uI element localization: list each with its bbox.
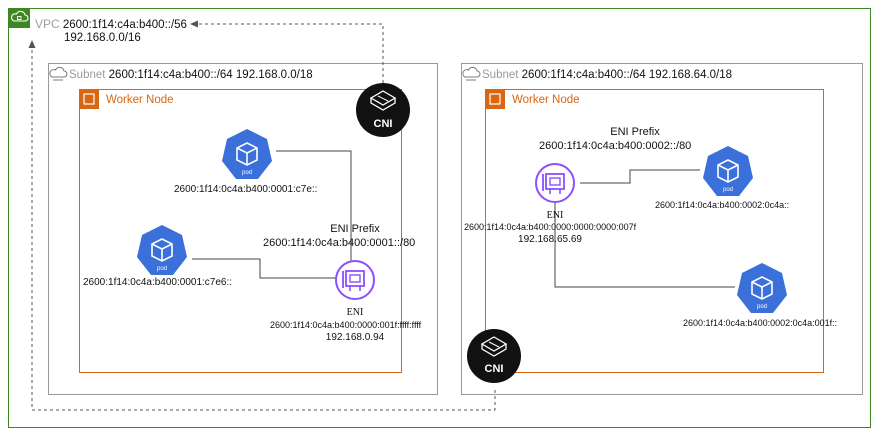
pod-1-ip: 2600:1f14:0c4a:b400:0001:c7e::	[174, 184, 318, 195]
vpc-ipv4-cidr: 192.168.0.0/16	[64, 32, 141, 44]
cni-1-to-vpc-arrow	[196, 23, 384, 83]
worker-node-2-label: Worker Node	[512, 94, 580, 106]
arrowhead-up-icon	[28, 40, 36, 48]
cloud-lock-icon	[8, 8, 30, 28]
cni-label: CNI	[484, 363, 504, 375]
pod-3-ip: 2600:1f14:0c4a:b400:0002:0c4a::	[655, 200, 790, 210]
subnet-word: Subnet	[482, 69, 519, 81]
pod-4-ip: 2600:1f14:0c4a:b400:0002:0c4a:001f::	[683, 318, 838, 328]
cloud-subnet-icon	[49, 66, 68, 81]
network-interface-icon	[535, 163, 575, 203]
eni-prefix-title: ENI Prefix	[330, 223, 380, 235]
subnet-cidrs: 2600:1f14:c4a:b400::/64 192.168.64.0/18	[521, 69, 733, 81]
eni-prefix-title: ENI Prefix	[610, 126, 660, 138]
subnet-1-boundary	[48, 63, 438, 395]
subnet-2-label: Subnet 2600:1f14:c4a:b400::/64 192.168.6…	[482, 69, 732, 81]
worker-node-1-label: Worker Node	[106, 94, 174, 106]
pod-label: pod	[722, 187, 733, 193]
pod-2-ip: 2600:1f14:0c4a:b400:0001:c7e6::	[83, 277, 233, 288]
ec2-instance-icon	[79, 89, 99, 109]
pod-3-eni-connector	[580, 169, 700, 184]
pod-label: pod	[756, 304, 767, 310]
vpc-word: VPC	[35, 17, 60, 31]
cloud-subnet-icon	[462, 66, 481, 81]
ec2-instance-icon	[485, 89, 505, 109]
pod-icon	[222, 129, 272, 179]
cni-badge-icon	[467, 329, 521, 383]
subnet-2-boundary	[461, 63, 863, 395]
eni-label: ENI	[546, 210, 564, 221]
pod-label: pod	[241, 170, 252, 176]
subnet-word: Subnet	[69, 69, 106, 81]
pod-label: pod	[156, 266, 167, 272]
eni-label: ENI	[346, 307, 364, 318]
arrowhead-left-icon	[190, 20, 198, 28]
vpc-ipv6-cidr: 2600:1f14:c4a:b400::/56	[62, 19, 187, 31]
vpc-boundary	[8, 8, 871, 428]
eni-ipv4: 192.168.65.69	[518, 234, 582, 245]
worker-node-1-boundary	[79, 89, 402, 373]
cni-badge-icon	[356, 83, 410, 137]
eni-prefix-value: 2600:1f14:0c4a:b400:0001::/80	[263, 237, 416, 249]
cni-label: CNI	[373, 118, 393, 130]
eni-ipv6: 2600:1f14:0c4a:b400:0000:001f:ffff:ffff	[270, 320, 422, 330]
network-interface-icon	[335, 260, 375, 300]
subnet-1-label: Subnet 2600:1f14:c4a:b400::/64 192.168.0…	[69, 69, 313, 81]
eni-ipv6: 2600:1f14:0c4a:b400:0000:0000:0000:007f	[464, 222, 637, 232]
pod-2-eni-connector	[192, 258, 336, 279]
pod-icon	[137, 225, 187, 275]
cni-2-to-vpc-arrow	[31, 46, 496, 411]
eni-prefix-value: 2600:1f14:0c4a:b400:0002::/80	[539, 140, 692, 152]
worker-node-2-boundary	[485, 89, 824, 373]
pod-4-eni-connector	[554, 200, 735, 288]
vpc-label: VPC 2600:1f14:c4a:b400::/56	[35, 17, 187, 32]
pod-icon	[737, 263, 787, 313]
eni-ipv4: 192.168.0.94	[325, 332, 385, 343]
pod-icon	[703, 146, 753, 196]
subnet-cidrs: 2600:1f14:c4a:b400::/64 192.168.0.0/18	[108, 69, 313, 81]
pod-1-eni-connector	[276, 150, 352, 262]
